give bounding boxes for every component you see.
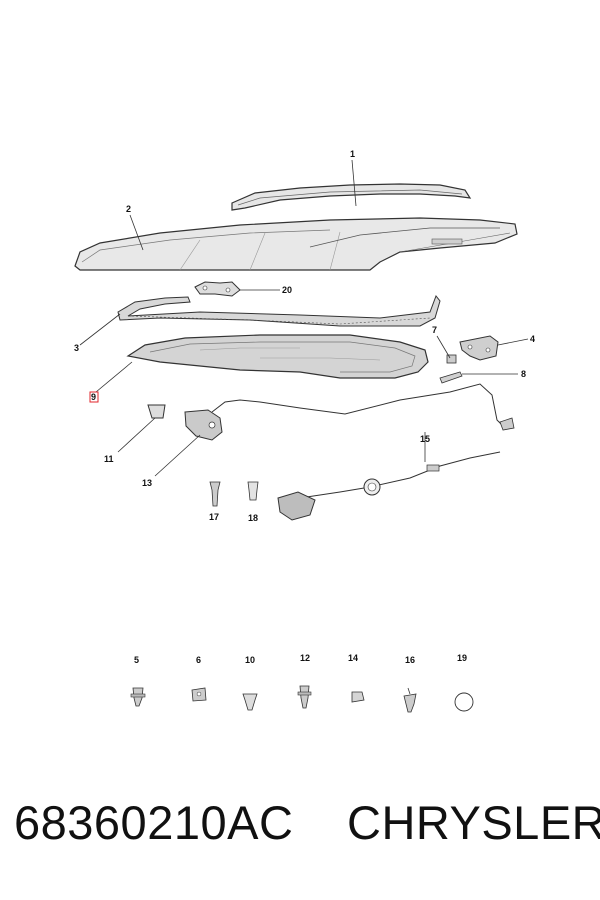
part-1-trim-strip <box>231 183 472 211</box>
callout-16: 16 <box>405 655 415 665</box>
callout-9-highlight <box>89 391 99 403</box>
part-7-clip <box>446 354 457 364</box>
callout-7: 7 <box>432 325 437 335</box>
part-4-hinge <box>459 335 499 361</box>
callout-1: 1 <box>350 149 355 159</box>
part-number: 68360210AC <box>14 796 294 849</box>
callout-4: 4 <box>530 334 535 344</box>
brand-name: CHRYSLER <box>347 796 600 849</box>
callout-15: 15 <box>420 434 430 444</box>
callout-17: 17 <box>209 512 219 522</box>
callout-6: 6 <box>196 655 201 665</box>
callout-20: 20 <box>282 285 292 295</box>
part-19-plug <box>454 692 474 712</box>
part-5-fastener <box>130 687 146 707</box>
part-12-screw <box>297 685 312 709</box>
callout-5: 5 <box>134 655 139 665</box>
part-15-release-cable <box>211 383 515 521</box>
exploded-parts-diagram: 1 2 20 3 9 7 4 <box>74 149 535 713</box>
callout-11: 11 <box>104 454 114 464</box>
part-14-nut <box>351 691 365 703</box>
footer: 68360210AC CHRYSLER <box>0 795 600 865</box>
part-20-bracket <box>194 281 241 297</box>
callout-18: 18 <box>248 513 258 523</box>
callout-3: 3 <box>74 343 79 353</box>
callout-13: 13 <box>142 478 152 488</box>
part-11-bumper <box>147 404 166 419</box>
part-9-insulator-pad <box>126 334 429 379</box>
callout-10: 10 <box>245 655 255 665</box>
part-10-pushpin <box>242 693 258 711</box>
part-8-prop-rod <box>439 371 463 384</box>
part-18-clip <box>247 481 259 501</box>
callout-9: 9 <box>91 392 96 402</box>
part-6-nut-clip <box>191 687 207 702</box>
callout-19: 19 <box>457 653 467 663</box>
part-17-pushpin <box>209 481 221 507</box>
callout-2: 2 <box>126 204 131 214</box>
callout-14: 14 <box>348 653 358 663</box>
part-3-weatherstrip <box>117 295 441 327</box>
callout-12: 12 <box>300 653 310 663</box>
callout-8: 8 <box>521 369 526 379</box>
part-16-retainer <box>403 687 417 713</box>
part-2-hood-panel <box>74 217 518 271</box>
part-13-latch <box>184 409 223 441</box>
